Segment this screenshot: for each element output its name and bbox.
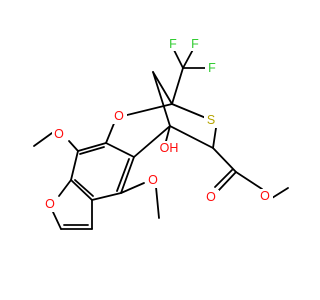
background (0, 0, 300, 300)
bond-benzene-3 (70, 179, 93, 201)
bond-aromatic-ofuran (58, 179, 72, 197)
label-bg-ome-top (52, 127, 67, 142)
atom-o-methoxy-bottom: O (148, 173, 158, 187)
bond-ome-bottom-methyl (155, 186, 160, 219)
atom-f1: F (169, 37, 177, 51)
bond-benzene-2 (70, 150, 79, 181)
molecule-structure: F F F S O O OH O O O O (0, 0, 300, 300)
bond-carbonyl-o (218, 171, 237, 191)
bond-benzene-3-double (74, 179, 94, 197)
bond-bridgehead-s (171, 103, 207, 119)
atom-o-ring: O (114, 109, 124, 123)
atom-o-ester: O (260, 189, 270, 203)
bond-aromatic-ome-bottom (120, 182, 145, 194)
label-bg-f1 (166, 37, 180, 51)
bond-quaternary-aromatic (133, 125, 171, 158)
bond-s-ch (212, 127, 217, 149)
bond-benzene-6 (105, 142, 135, 158)
bond-benzene-4 (91, 192, 122, 201)
label-bg-oring (112, 109, 127, 124)
bond-ofuran-c (52, 211, 62, 230)
bonds (33, 43, 289, 230)
bond-benzene-1 (77, 142, 107, 152)
label-bg-s (204, 113, 218, 128)
bond-carbonyl-o-double (214, 169, 233, 188)
atom-o-methoxy-top: O (54, 127, 64, 141)
bond-methylene-quaternary (152, 71, 171, 127)
label-bg-f3 (205, 61, 219, 75)
bond-ch-quaternary (169, 125, 214, 149)
atom-o-carbonyl: O (206, 190, 216, 204)
atom-labels: F F F S O O OH O O O O (43, 37, 273, 212)
bond-cf3-f1 (173, 49, 184, 69)
atom-hydroxyl: OH (160, 141, 179, 155)
bond-oring-aromatic (105, 120, 116, 144)
bond-carbonyl-oester (235, 171, 263, 190)
atom-f2: F (191, 37, 199, 51)
atom-o-furan: O (45, 197, 55, 211)
bond-ch-carbonyl (212, 147, 237, 173)
bond-oester-methyl (271, 187, 289, 199)
label-bg-oester (258, 189, 273, 204)
label-bg-ocarbonyl (204, 190, 219, 205)
label-bg-ome-bottom (146, 173, 161, 188)
bond-ome-top-methyl (33, 132, 53, 147)
bond-bridgehead-oring (126, 103, 173, 116)
label-bg-ofuran (43, 197, 58, 212)
label-bg-f2 (188, 37, 202, 51)
bond-benzene-1-double (79, 146, 105, 155)
bond-bridgehead-methylene (152, 71, 173, 105)
bond-benzene-5 (120, 156, 135, 194)
atom-f3: F (208, 61, 216, 75)
bond-aromatic-ome-top (68, 140, 79, 152)
bond-cf3-c (171, 67, 184, 105)
atom-s: S (207, 113, 215, 127)
label-bg-oh (157, 141, 182, 156)
bond-benzene-5-double (116, 158, 130, 192)
